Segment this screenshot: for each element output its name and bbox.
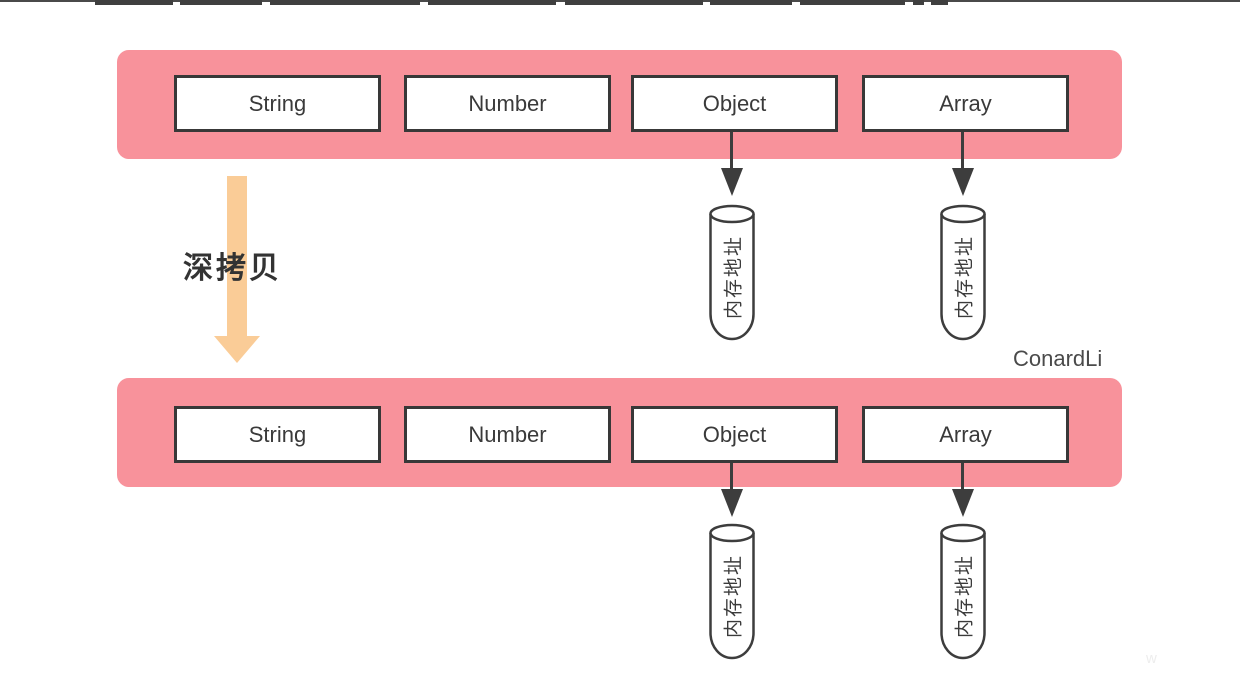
- type-box-array-original: Array: [862, 75, 1069, 132]
- memory-address-label: 内存地址: [723, 234, 745, 320]
- type-box-object-original: Object: [631, 75, 838, 132]
- memory-cylinder-array-copy: 内存地址: [939, 519, 987, 661]
- type-box-string-copy: String: [174, 406, 381, 463]
- array-pointer-arrowhead-icon: [952, 489, 974, 517]
- type-box-label: Number: [468, 90, 547, 116]
- type-box-object-copy: Object: [631, 406, 838, 463]
- type-box-label: String: [248, 421, 307, 447]
- memory-cylinder-array-original: 内存地址: [939, 200, 987, 342]
- object-pointer-arrow-icon: [730, 132, 733, 170]
- memory-cylinder-object-copy: 内存地址: [708, 519, 756, 661]
- deep-copy-label: 深拷贝: [183, 252, 282, 285]
- author-watermark: ConardLi: [1013, 346, 1103, 371]
- array-pointer-arrow-icon: [961, 132, 964, 170]
- object-pointer-arrowhead-icon: [721, 168, 743, 196]
- array-pointer-arrow-icon: [961, 463, 964, 491]
- type-box-label: Number: [468, 421, 547, 447]
- test-tube-icon: [709, 523, 755, 660]
- text-fragment: [913, 0, 924, 5]
- memory-address-label: 内存地址: [954, 553, 976, 639]
- text-fragment: [270, 0, 420, 5]
- test-tube-icon: [940, 523, 986, 660]
- deep-copy-arrow-icon: [227, 176, 247, 336]
- type-box-label: String: [248, 90, 307, 116]
- deep-copy-arrowhead-icon: [214, 336, 260, 363]
- type-box-string-original: String: [174, 75, 381, 132]
- memory-cylinder-object-original: 内存地址: [708, 200, 756, 342]
- text-fragment: [565, 0, 703, 5]
- test-tube-icon: [940, 204, 986, 341]
- object-pointer-arrow-icon: [730, 463, 733, 491]
- array-pointer-arrowhead-icon: [952, 168, 974, 196]
- test-tube-icon: [709, 204, 755, 341]
- text-fragment: [95, 0, 173, 5]
- text-fragment: [710, 0, 792, 5]
- memory-address-label: 内存地址: [723, 553, 745, 639]
- type-box-array-copy: Array: [862, 406, 1069, 463]
- faint-corner-watermark: w: [1146, 650, 1157, 667]
- type-box-label: Array: [939, 90, 992, 116]
- text-fragment: [428, 0, 556, 5]
- type-box-number-original: Number: [404, 75, 611, 132]
- memory-address-label: 内存地址: [954, 234, 976, 320]
- type-box-label: Object: [702, 421, 767, 447]
- type-box-number-copy: Number: [404, 406, 611, 463]
- type-box-label: Object: [702, 90, 767, 116]
- cropped-text-remnant: [0, 0, 1240, 8]
- object-pointer-arrowhead-icon: [721, 489, 743, 517]
- text-fragment: [800, 0, 905, 5]
- type-box-label: Array: [939, 421, 992, 447]
- text-fragment: [180, 0, 262, 5]
- text-fragment: [931, 0, 948, 5]
